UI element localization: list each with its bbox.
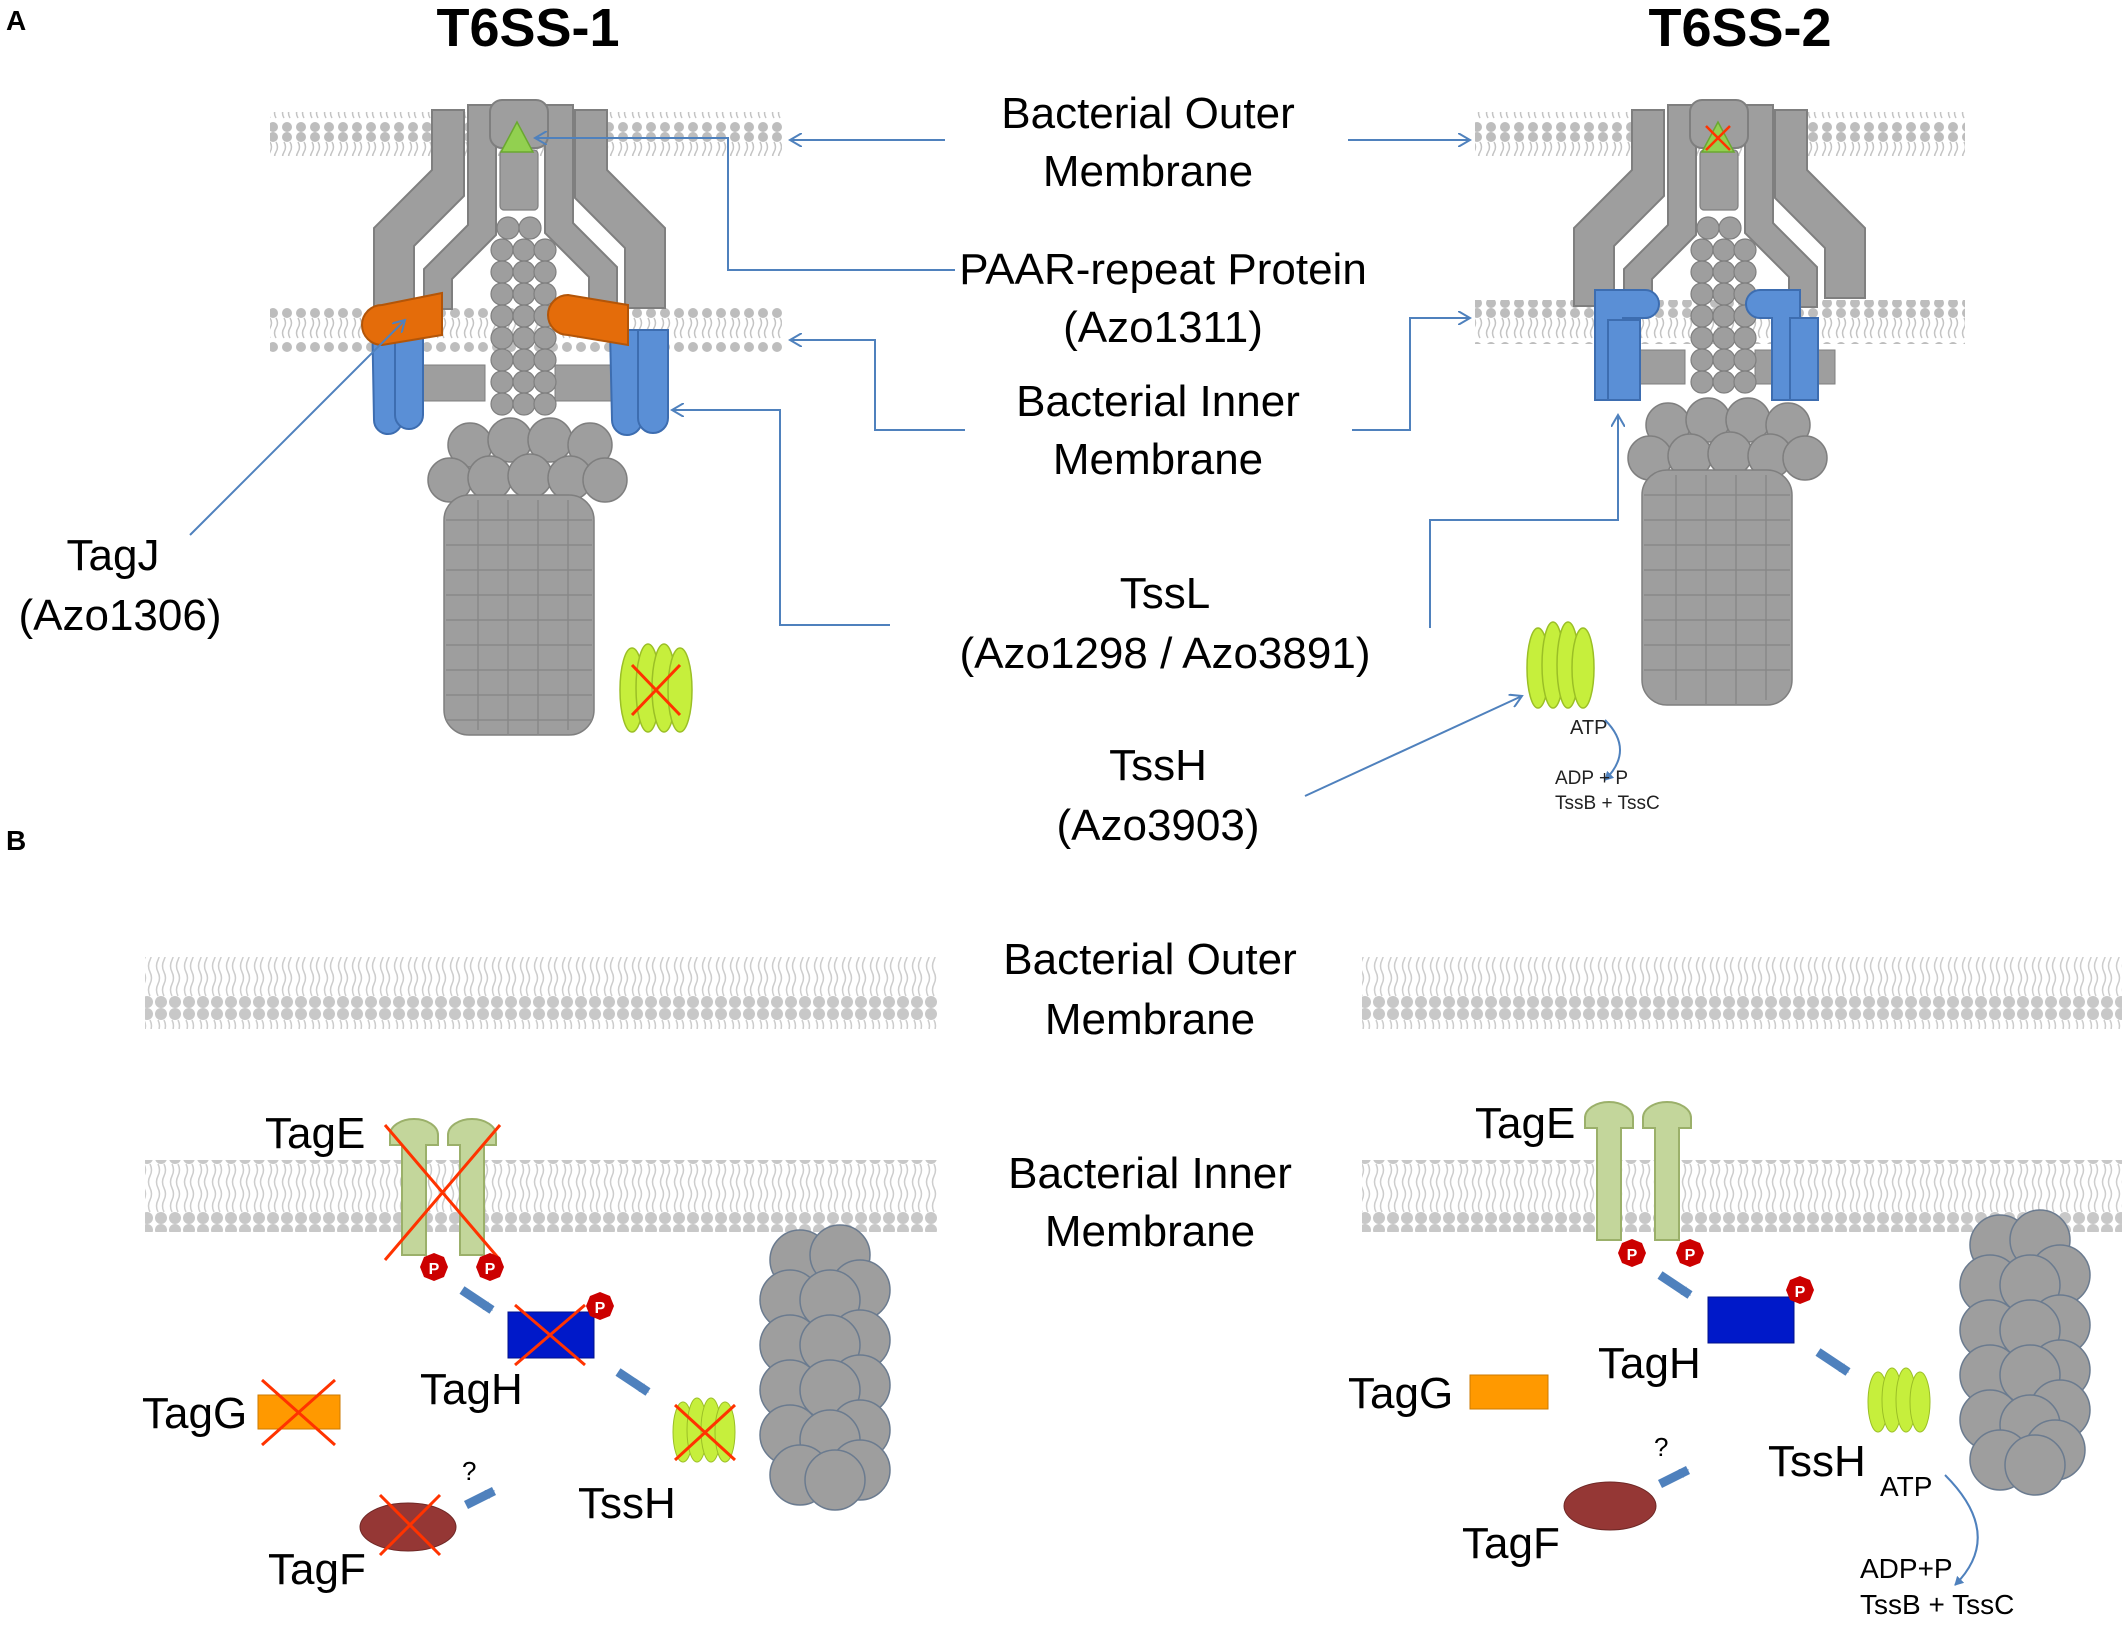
tagf-right	[1563, 1481, 1657, 1531]
phospho-tage-right: P P	[1618, 1239, 1704, 1267]
label-inner-membrane-b-line1: Bacterial Inner	[1008, 1149, 1292, 1198]
outer-membrane-bilayer-b-right	[1362, 957, 2122, 1029]
t6ss-1-structure	[270, 99, 782, 736]
label-tagj-line1: TagJ	[67, 531, 160, 580]
question-left: ?	[462, 1456, 476, 1486]
tssh-inactive-left	[619, 643, 693, 733]
panel-a-labels: Bacterial Outer Membrane PAAR-repeat Pro…	[18, 89, 1370, 850]
arrow-tssh-a	[1304, 696, 1522, 797]
t6ss-2-structure: ATP ADP + P TssB + TssC	[1475, 99, 1965, 814]
paar-protein-right-inactive	[1700, 120, 1736, 153]
tage-right	[1584, 1101, 1692, 1241]
products-line-1-a: ADP + P	[1555, 768, 1628, 789]
label-tagj-line2: (Azo1306)	[18, 591, 221, 640]
arrow-tage-to-tagh-right	[1657, 1271, 1693, 1299]
inner-membrane-bilayer-b-left	[145, 1160, 937, 1232]
label-tagf-left: TagF	[268, 1545, 366, 1594]
label-tssh-a-line2: (Azo3903)	[1056, 801, 1259, 850]
label-tssh-left-b: TssH	[578, 1479, 676, 1528]
tssh-active-right	[1526, 621, 1595, 709]
label-tagf-right: TagF	[1462, 1519, 1560, 1568]
panel-label-a: A	[6, 5, 26, 36]
tagh-left-cross	[514, 1303, 586, 1367]
phospho-label-5: P	[1685, 1247, 1696, 1264]
phospho-label-4: P	[1627, 1247, 1638, 1264]
paar-protein-left	[499, 120, 535, 153]
sheath-tube-right	[1627, 397, 1828, 706]
tagh-right	[1707, 1296, 1795, 1344]
atp-label-b: ATP	[1880, 1471, 1932, 1502]
label-paar-line1: PAAR-repeat Protein	[959, 245, 1367, 294]
phospho-tagh-left: P	[586, 1292, 614, 1320]
arrow-tage-to-tagh-left	[459, 1286, 495, 1314]
atp-label-a: ATP	[1570, 717, 1607, 739]
label-tssl-line1: TssL	[1120, 569, 1210, 618]
phospho-label-6: P	[1795, 1284, 1806, 1301]
arrow-tssl-right	[1429, 415, 1618, 628]
label-tagh-left: TagH	[420, 1365, 523, 1414]
panel-a-connectors	[189, 138, 1618, 797]
label-inner-membrane-a-line1: Bacterial Inner	[1016, 377, 1300, 426]
label-tage-right: TagE	[1475, 1099, 1575, 1148]
arrow-tssl-left	[672, 410, 890, 626]
panel-label-b: B	[6, 825, 26, 856]
label-tssh-a-line1: TssH	[1109, 741, 1207, 790]
arrow-inner-membrane-left	[790, 340, 965, 431]
label-tssh-right-b: TssH	[1768, 1437, 1866, 1486]
phospho-label-1: P	[429, 1261, 440, 1278]
label-outer-membrane-a-line1: Bacterial Outer	[1001, 89, 1294, 138]
panel-b-center-labels: Bacterial Outer Membrane Bacterial Inner…	[1003, 935, 1296, 1256]
arrow-paar	[535, 138, 955, 271]
phospho-tagh-right: P	[1786, 1276, 1814, 1304]
products-line-2-a: TssB + TssC	[1555, 793, 1660, 814]
atp-hydrolysis-arrow-a	[1604, 719, 1621, 781]
panel-b-membranes	[145, 957, 2122, 1232]
label-outer-membrane-b-line2: Membrane	[1045, 995, 1255, 1044]
inner-tube-left	[490, 149, 557, 416]
phospho-label-2: P	[485, 1261, 496, 1278]
atp-hydrolysis-arrow-b	[1944, 1474, 1979, 1586]
tage-left-cross	[383, 1124, 502, 1261]
tssh-left-b	[672, 1397, 737, 1463]
label-tagg-left: TagG	[142, 1389, 247, 1438]
label-tagh-right: TagH	[1598, 1339, 1701, 1388]
label-outer-membrane-a-line2: Membrane	[1043, 147, 1253, 196]
arrow-inner-membrane-right	[1352, 318, 1470, 431]
label-inner-membrane-a-line2: Membrane	[1053, 435, 1263, 484]
arrow-tagj	[189, 320, 405, 536]
label-tage-left: TagE	[265, 1109, 365, 1158]
tagg-left-cross	[261, 1378, 336, 1447]
panel-b-left-pathway: TagE P P P TagH TssH TagG TagF	[142, 1109, 891, 1594]
sheath-cluster-left-b	[759, 1224, 891, 1511]
question-right: ?	[1654, 1432, 1668, 1462]
phospho-label-3: P	[595, 1300, 606, 1317]
tagg-right	[1469, 1374, 1549, 1410]
label-tagg-right: TagG	[1348, 1369, 1453, 1418]
sheath-cluster-right-b	[1959, 1209, 2091, 1496]
title-t6ss-2: T6SS-2	[1648, 0, 1831, 58]
panel-b-right-pathway: TagE P P P TagH TssH ATP TagG TagF ?	[1348, 1099, 2091, 1620]
arrow-tagh-to-tssh-right	[1815, 1348, 1851, 1376]
products-line-1-b: ADP+P	[1860, 1553, 1953, 1584]
label-paar-line2: (Azo1311)	[1063, 303, 1263, 352]
arrow-tagf-left	[463, 1486, 497, 1510]
title-t6ss-1: T6SS-1	[436, 0, 619, 58]
label-inner-membrane-b-line2: Membrane	[1045, 1207, 1255, 1256]
tssl-proteins-right	[1594, 289, 1819, 401]
sheath-tube-left	[427, 417, 628, 736]
arrow-tagh-to-tssh-left	[615, 1368, 651, 1396]
products-line-2-b: TssB + TssC	[1860, 1589, 2014, 1620]
tagf-left-cross	[378, 1493, 442, 1557]
phospho-tage-left: P P	[420, 1253, 504, 1281]
tage-left	[389, 1118, 497, 1256]
label-tssl-line2: (Azo1298 / Azo3891)	[960, 629, 1371, 678]
tssh-right-b	[1867, 1367, 1931, 1433]
outer-membrane-bilayer-b-left	[145, 957, 937, 1029]
arrow-tagf-right	[1657, 1465, 1691, 1489]
label-outer-membrane-b-line1: Bacterial Outer	[1003, 935, 1296, 984]
